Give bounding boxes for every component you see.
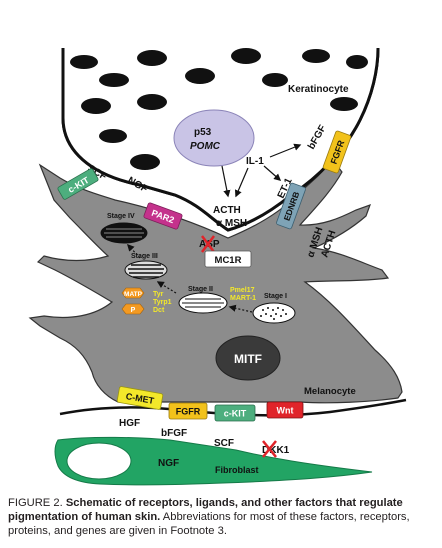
par2-receptor: PAR2 bbox=[143, 202, 183, 230]
keratinocyte-melanin-granules bbox=[70, 48, 368, 170]
keratinocyte-label: Keratinocyte bbox=[288, 84, 349, 95]
amsh-label: α MSH bbox=[216, 218, 247, 229]
caption-label: FIGURE 2. bbox=[8, 497, 63, 509]
mart1-label: MART-1 bbox=[230, 295, 256, 302]
stage-iv-label: Stage IV bbox=[107, 213, 135, 220]
scf-bottom-label: SCF bbox=[214, 438, 234, 449]
stage-ii-label: Stage II bbox=[188, 286, 213, 293]
stage-iii-melanosome: Stage III bbox=[124, 253, 168, 280]
wnt-receptor: Wnt bbox=[266, 401, 304, 419]
mc1r-receptor: MC1R bbox=[204, 250, 252, 268]
il1-label: IL-1 bbox=[246, 156, 264, 167]
ckit-bottom-label: c-KIT bbox=[224, 409, 247, 419]
fgfr-bottom-label: FGFR bbox=[176, 407, 201, 417]
fgfr-receptor-bottom: FGFR bbox=[168, 402, 208, 420]
acth-label: ACTH bbox=[213, 205, 241, 216]
fgfr-receptor-top: FGFR bbox=[322, 130, 352, 174]
dkk1-label: DKK1 bbox=[262, 445, 290, 456]
ednrb-receptor: EDNRB bbox=[276, 182, 306, 230]
dkk1-inhibition-x bbox=[262, 440, 277, 458]
cmet-receptor: C-MET bbox=[116, 386, 164, 410]
arrow-il1-to-acth bbox=[234, 167, 249, 198]
tyr-label: Tyr bbox=[153, 291, 164, 298]
dct-label: Dct bbox=[153, 307, 165, 314]
nucleus-p53-label: p53 bbox=[194, 127, 212, 138]
asp-inhibition-x bbox=[201, 235, 215, 253]
pmel17-label: Pmel17 bbox=[230, 287, 255, 294]
matp-label: MATP bbox=[124, 291, 143, 298]
melanocyte-label: Melanocyte bbox=[304, 386, 356, 397]
stage-ii-melanosome: Stage II bbox=[178, 286, 228, 314]
hgf-label: HGF bbox=[119, 418, 140, 429]
arrow-il1-to-et1 bbox=[263, 165, 282, 181]
tyrp1-label: Tyrp1 bbox=[153, 299, 172, 306]
bfgf-bottom-label: bFGF bbox=[161, 428, 187, 439]
nucleus-pomc-label: POMC bbox=[190, 141, 221, 152]
stage-i-label: Stage I bbox=[264, 293, 287, 300]
fibroblast-nucleus bbox=[66, 442, 132, 480]
p-protein: P bbox=[121, 303, 145, 315]
stage-iii-label: Stage III bbox=[131, 253, 158, 260]
arrow-il1-to-bfgf bbox=[269, 143, 302, 158]
figure-caption: FIGURE 2. Schematic of receptors, ligand… bbox=[8, 496, 436, 538]
pigmentation-diagram: Keratinocyte p53 POMC IL-1 bFGF ET-1 ACT… bbox=[28, 47, 407, 486]
caption-title: Schematic of receptors, ligands, and oth… bbox=[8, 497, 403, 523]
arrow-stage-ii-to-iii bbox=[156, 281, 177, 294]
keratinocyte-nucleus bbox=[173, 109, 255, 167]
ckit-receptor-bottom: c-KIT bbox=[214, 404, 256, 422]
mc1r-label: MC1R bbox=[215, 255, 242, 266]
fibroblast-cell bbox=[54, 436, 373, 486]
p-label: P bbox=[131, 307, 136, 314]
stage-iv-melanosome: Stage IV bbox=[100, 213, 148, 244]
cmet-label: C-MET bbox=[125, 391, 155, 406]
mitf-nucleus bbox=[215, 335, 281, 381]
stage-i-melanosome: Stage I bbox=[252, 293, 296, 324]
matp-protein: MATP bbox=[121, 287, 145, 299]
fibroblast-label: Fibroblast bbox=[215, 465, 259, 475]
mitf-label: MITF bbox=[234, 352, 262, 366]
caption-text: Abbreviations for most of these factors,… bbox=[8, 511, 410, 537]
wnt-label: Wnt bbox=[277, 406, 294, 416]
ngf-bottom-label: NGF bbox=[158, 458, 179, 469]
arrow-pomc-to-acth bbox=[221, 165, 231, 198]
arrow-stage-iii-to-iv bbox=[127, 243, 141, 259]
